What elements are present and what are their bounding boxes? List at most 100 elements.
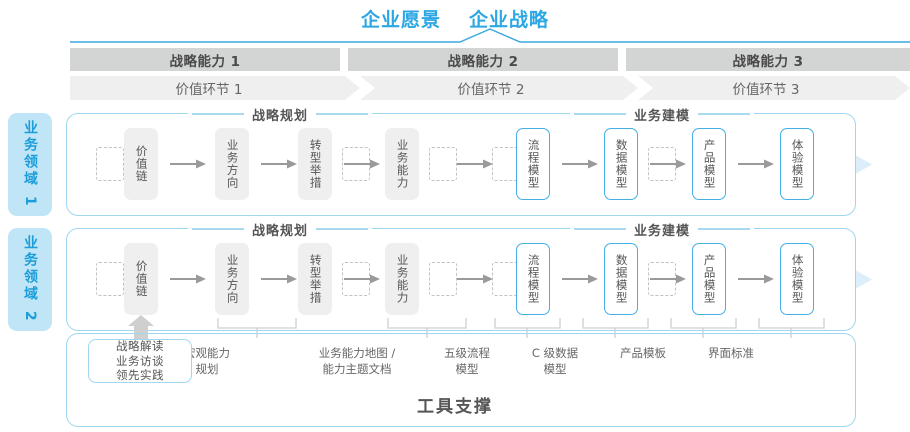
stage-label: 体验模型: [790, 254, 805, 304]
capability-bar-2[interactable]: 战略能力 2: [348, 48, 618, 71]
stage-business-direction-1[interactable]: 业务方向: [215, 128, 249, 200]
deliverable-macro-capability: 宏观能力规划: [147, 346, 267, 377]
stage-label: 产品模型: [702, 139, 717, 189]
value-chain-segment-3[interactable]: 价值环节 3: [626, 76, 910, 100]
capability-label-1: 战略能力 1: [169, 53, 241, 70]
value-chain-row: 价值环节 1 价值环节 2 价值环节 3: [70, 76, 910, 100]
apex-connector-icon: [70, 28, 910, 43]
arrow-right-icon: [738, 159, 774, 169]
stage-process-model-1[interactable]: 流程模型: [516, 128, 550, 200]
deliverable-strategy-interpretation[interactable]: 战略解读业务访谈领先实践: [88, 339, 192, 383]
caption-rule-left: [192, 113, 244, 115]
stage-label: 业务方向: [225, 254, 240, 304]
value-chain-segment-2[interactable]: 价值环节 2: [348, 76, 638, 100]
stage-label: 价值链: [134, 145, 149, 183]
arrow-right-icon: [261, 274, 297, 284]
arrow-right-icon: [344, 274, 380, 284]
value-chain-segment-1[interactable]: 价值环节 1: [70, 76, 360, 100]
capability-label-3: 战略能力 3: [732, 53, 804, 70]
section-caption-modeling-1: 业务建模: [570, 106, 755, 124]
deliverable-c-level-data: C 级数据模型: [495, 346, 615, 377]
stage-product-model-2[interactable]: 产品模型: [692, 243, 726, 315]
caption-rule-right: [698, 113, 751, 115]
stage-value-chain-2[interactable]: 价值链: [124, 243, 158, 315]
caption-rule-left: [574, 113, 626, 115]
stage-value-chain-1[interactable]: 价值链: [124, 128, 158, 200]
top-title-group: 企业愿景 企业战略: [0, 5, 910, 32]
section-label-modeling-1: 业务建模: [634, 108, 691, 124]
arrow-right-icon: [170, 274, 206, 284]
deliverable-label: 业务能力地图 /能力主题文档: [318, 346, 396, 376]
section-caption-planning-2: 战略规划: [188, 221, 373, 239]
section-label-planning-1: 战略规划: [252, 108, 309, 124]
capability-bar-row: 战略能力 1 战略能力 2 战略能力 3: [70, 48, 910, 71]
stage-experience-model-1[interactable]: 体验模型: [780, 128, 814, 200]
placeholder-box: [429, 262, 457, 296]
placeholder-box: [429, 147, 457, 181]
deliverable-label: 五级流程模型: [444, 346, 490, 376]
deliverable-label: 产品模板: [620, 346, 666, 360]
stage-label: 业务能力: [395, 139, 410, 189]
value-chain-label-3: 价值环节 3: [732, 82, 800, 98]
stage-label: 业务方向: [225, 139, 240, 189]
sidebar-item-domain-1[interactable]: 业务领域 1: [8, 113, 52, 216]
stage-label: 业务能力: [395, 254, 410, 304]
deliverable-label: 界面标准: [708, 346, 754, 360]
domain-label-1: 业务领域 1: [22, 120, 38, 209]
stage-business-capability-1[interactable]: 业务能力: [385, 128, 419, 200]
tool-support-container: [66, 333, 856, 427]
arrow-right-icon: [170, 159, 206, 169]
deliverable-product-template: 产品模板: [583, 346, 703, 362]
stage-product-model-1[interactable]: 产品模型: [692, 128, 726, 200]
caption-rule-left: [192, 228, 244, 230]
stage-label: 流程模型: [526, 139, 541, 189]
section-label-modeling-2: 业务建模: [634, 223, 691, 239]
stage-experience-model-2[interactable]: 体验模型: [780, 243, 814, 315]
deliverable-label: C 级数据模型: [531, 346, 579, 376]
deliverable-ui-standard: 界面标准: [671, 346, 791, 362]
deliverable-capability-map: 业务能力地图 /能力主题文档: [287, 346, 427, 377]
value-chain-label-1: 价值环节 1: [175, 82, 243, 98]
arrow-right-icon: [261, 159, 297, 169]
stage-label: 价值链: [134, 260, 149, 298]
stage-label: 转型举措: [308, 254, 323, 304]
deliverable-label: 宏观能力规划: [184, 346, 230, 376]
capability-bar-3[interactable]: 战略能力 3: [626, 48, 910, 71]
arrow-right-icon: [650, 159, 686, 169]
placeholder-box: [96, 262, 124, 296]
stage-data-model-2[interactable]: 数据模型: [604, 243, 638, 315]
domain-label-2: 业务领域 2: [22, 235, 38, 324]
stage-label: 流程模型: [526, 254, 541, 304]
deliverable-label: 战略解读业务访谈领先实践: [116, 338, 164, 383]
arrow-right-icon: [738, 274, 774, 284]
footer-title: 工具支撑: [417, 397, 493, 417]
stage-process-model-2[interactable]: 流程模型: [516, 243, 550, 315]
arrow-right-icon: [650, 274, 686, 284]
section-caption-planning-1: 战略规划: [188, 106, 373, 124]
arrow-right-icon: [562, 274, 598, 284]
arrow-right-icon: [562, 159, 598, 169]
arrow-right-icon: [457, 159, 493, 169]
arrow-right-icon: [344, 159, 380, 169]
stage-label: 数据模型: [614, 254, 629, 304]
caption-rule-right: [316, 113, 369, 115]
title-enterprise-vision: 企业愿景: [360, 9, 441, 31]
stage-label: 转型举措: [308, 139, 323, 189]
stage-label: 产品模型: [702, 254, 717, 304]
stage-business-direction-2[interactable]: 业务方向: [215, 243, 249, 315]
stage-transformation-1[interactable]: 转型举措: [298, 128, 332, 200]
caption-rule-right: [698, 228, 751, 230]
capability-bar-1[interactable]: 战略能力 1: [70, 48, 340, 71]
stage-transformation-2[interactable]: 转型举措: [298, 243, 332, 315]
title-enterprise-strategy: 企业战略: [469, 9, 550, 31]
stage-business-capability-2[interactable]: 业务能力: [385, 243, 419, 315]
deliverable-five-level-process: 五级流程模型: [407, 346, 527, 377]
sidebar-item-domain-2[interactable]: 业务领域 2: [8, 228, 52, 331]
capability-label-2: 战略能力 2: [447, 53, 519, 70]
stage-label: 体验模型: [790, 139, 805, 189]
placeholder-box: [96, 147, 124, 181]
section-label-planning-2: 战略规划: [252, 223, 309, 239]
stage-label: 数据模型: [614, 139, 629, 189]
stage-data-model-1[interactable]: 数据模型: [604, 128, 638, 200]
section-caption-modeling-2: 业务建模: [570, 221, 755, 239]
